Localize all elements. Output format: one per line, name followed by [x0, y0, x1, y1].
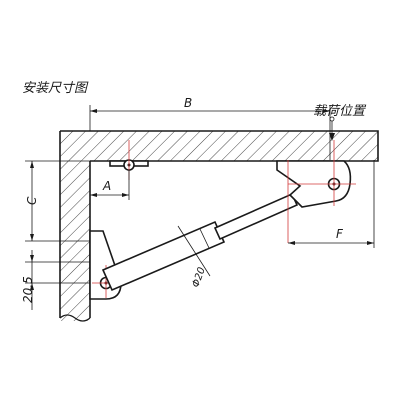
dimension-b: B: [89, 96, 331, 160]
upper-mounting-bracket: [276, 140, 356, 243]
dimension-c-label: C: [25, 196, 39, 205]
dimension-c: C: [25, 160, 92, 242]
dimension-height-label: 20.5: [21, 276, 35, 303]
wall-slab: [59, 131, 91, 322]
diameter-label: Φ20: [190, 266, 207, 289]
load-position-label: 载荷位置: [313, 103, 367, 119]
top-hinge-bracket: [109, 140, 149, 180]
dimension-f: F: [288, 160, 375, 248]
dimension-a: A: [90, 170, 130, 200]
dimension-f-label: F: [336, 227, 344, 241]
gas-strut-rod: [213, 192, 299, 241]
dimension-height: 20.5: [21, 250, 100, 310]
dimension-b-label: B: [184, 96, 192, 110]
gas-strut-cylinder: [101, 220, 226, 292]
dimension-a-label: A: [102, 179, 111, 193]
load-position-arrow: [329, 116, 335, 141]
diagram-title: 安装尺寸图: [22, 81, 89, 96]
